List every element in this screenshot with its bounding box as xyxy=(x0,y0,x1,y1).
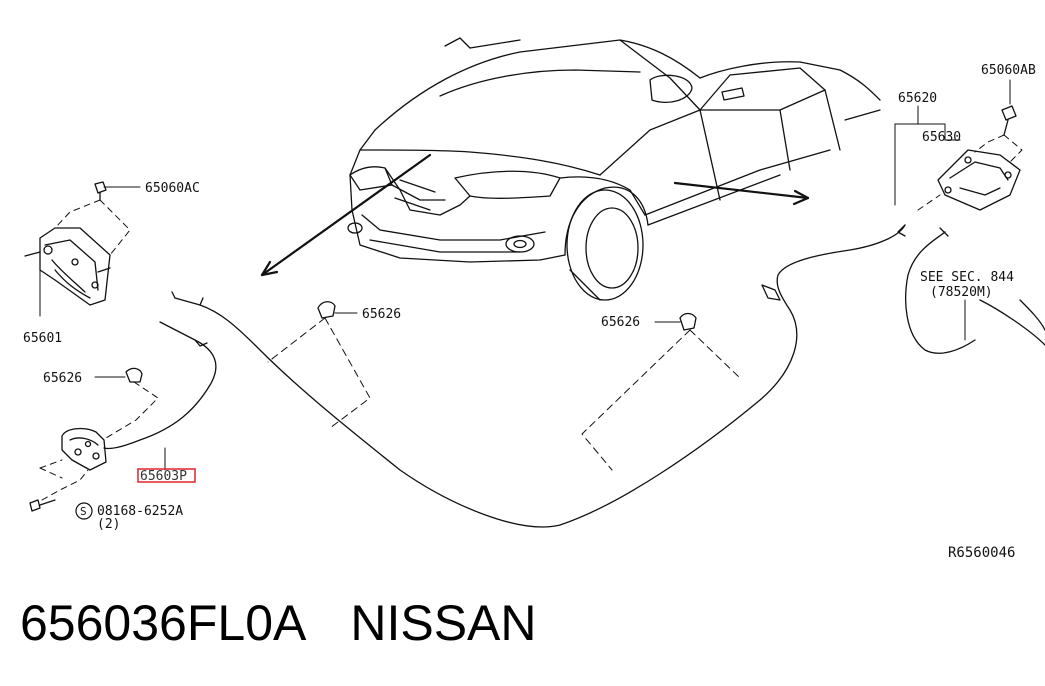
arrow-front-left xyxy=(260,153,432,277)
label-65626-left: 65626 xyxy=(43,371,82,386)
label-08168-6252a: 08168-6252A xyxy=(97,504,183,519)
bolt-symbol: S xyxy=(80,505,87,518)
arrow-rear-right xyxy=(673,181,810,200)
hood-lock-assembly xyxy=(24,227,111,306)
label-65601: 65601 xyxy=(23,331,62,346)
bolt-65060ac xyxy=(94,181,107,201)
clip-65626-mid xyxy=(317,301,336,319)
label-see-sec: SEE SEC. 844 xyxy=(920,270,1014,285)
clip-65626-left xyxy=(125,367,143,383)
dashed-guides xyxy=(54,199,131,256)
brand-name: NISSAN xyxy=(350,595,537,651)
label-65630: 65630 xyxy=(922,130,961,145)
label-65060ab: 65060AB xyxy=(981,63,1036,78)
label-65060ac: 65060AC xyxy=(145,181,200,196)
main-hood-cable xyxy=(174,224,906,528)
bolt-08168 xyxy=(29,499,56,512)
part-number: 656036FL0A xyxy=(20,595,307,651)
label-see-sec-ref: (78520M) xyxy=(930,285,993,300)
reference-code: R6560046 xyxy=(948,545,1015,561)
clip-65626-right xyxy=(679,312,697,331)
label-08168-qty: (2) xyxy=(97,517,120,532)
label-65603p: 65603P xyxy=(140,469,187,484)
label-65626-right: 65626 xyxy=(601,315,640,330)
hood-release-handle xyxy=(61,427,107,471)
direction-arrows xyxy=(260,153,810,277)
vehicle-illustration xyxy=(347,37,1045,346)
label-65620: 65620 xyxy=(898,91,937,106)
cable-short xyxy=(103,321,217,450)
leader-lines xyxy=(39,79,1011,471)
hood-opener-handle xyxy=(937,149,1021,211)
label-65626-mid: 65626 xyxy=(362,307,401,322)
bolt-65060ab xyxy=(1001,105,1017,136)
highlight-box xyxy=(137,468,196,483)
caption: 656036FL0A NISSAN xyxy=(20,594,537,652)
